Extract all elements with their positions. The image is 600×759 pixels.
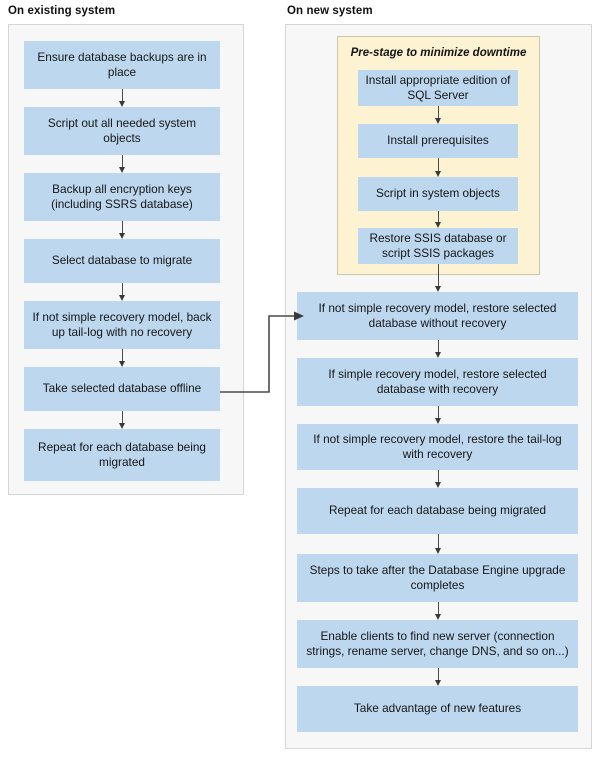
process-node-script-out-system-objects[interactable]: Script out all needed system objects <box>24 107 220 155</box>
node-label: Take selected database offline <box>42 381 202 396</box>
arrow-down-icon <box>433 406 444 424</box>
process-node-restore-with-recovery[interactable]: If simple recovery model, restore select… <box>297 358 578 406</box>
arrow-down-icon <box>433 534 444 554</box>
process-node-enable-clients-find-new-server[interactable]: Enable clients to find new server (conne… <box>297 620 578 668</box>
column-heading-new-system: On new system <box>287 5 373 17</box>
node-label: If not simple recovery model, back up ta… <box>32 309 212 340</box>
node-label: If not simple recovery model, restore th… <box>313 431 562 462</box>
arrow-down-icon <box>433 340 444 358</box>
process-node-take-advantage-new-features[interactable]: Take advantage of new features <box>297 686 578 732</box>
node-label: If not simple recovery model, restore se… <box>318 300 557 331</box>
arrow-down-icon <box>117 155 128 173</box>
arrow-down-icon <box>433 470 444 488</box>
arrow-down-icon <box>433 668 444 686</box>
node-label: Select database to migrate <box>51 253 193 268</box>
process-node-repeat-for-each-database-new[interactable]: Repeat for each database being migrated <box>297 488 578 534</box>
process-node-script-in-system-objects[interactable]: Script in system objects <box>358 177 518 211</box>
process-node-install-prerequisites[interactable]: Install prerequisites <box>358 124 518 158</box>
arrow-down-icon <box>433 106 444 124</box>
process-node-ensure-database-backups[interactable]: Ensure database backups are in place <box>24 41 220 89</box>
node-label: Repeat for each database being migrated <box>38 439 206 470</box>
node-label: Steps to take after the Database Engine … <box>309 562 566 593</box>
process-node-backup-encryption-keys[interactable]: Backup all encryption keys (including SS… <box>24 173 220 221</box>
node-label: Repeat for each database being migrated <box>328 503 547 518</box>
arrow-down-icon <box>433 264 444 292</box>
process-node-take-database-offline[interactable]: Take selected database offline <box>24 367 220 411</box>
node-label: Backup all encryption keys (including SS… <box>51 181 193 212</box>
process-node-restore-ssis-database[interactable]: Restore SSIS database or script SSIS pac… <box>358 228 518 264</box>
column-heading-existing-system: On existing system <box>8 5 116 17</box>
process-node-select-database-to-migrate[interactable]: Select database to migrate <box>24 239 220 283</box>
node-label: Install appropriate edition of SQL Serve… <box>365 72 511 103</box>
process-node-restore-tail-log-with-recovery[interactable]: If not simple recovery model, restore th… <box>297 424 578 470</box>
node-label: If simple recovery model, restore select… <box>328 366 547 397</box>
process-node-restore-without-recovery[interactable]: If not simple recovery model, restore se… <box>297 292 578 340</box>
process-node-steps-after-upgrade[interactable]: Steps to take after the Database Engine … <box>297 554 578 602</box>
arrow-down-icon <box>117 349 128 367</box>
process-node-repeat-for-each-database[interactable]: Repeat for each database being migrated <box>24 429 220 481</box>
arrow-down-icon <box>117 89 128 107</box>
arrow-down-icon <box>117 283 128 301</box>
arrow-down-icon <box>433 158 444 177</box>
node-label: Script out all needed system objects <box>47 115 197 146</box>
arrow-down-icon <box>433 602 444 620</box>
process-node-backup-tail-log-no-recovery[interactable]: If not simple recovery model, back up ta… <box>24 301 220 349</box>
node-label: Ensure database backups are in place <box>37 49 207 80</box>
node-label: Install prerequisites <box>387 133 489 148</box>
arrow-down-icon <box>433 211 444 228</box>
node-label: Restore SSIS database or script SSIS pac… <box>369 230 507 261</box>
prestage-title: Pre-stage to minimize downtime <box>350 47 527 59</box>
arrow-down-icon <box>117 221 128 239</box>
node-label: Take advantage of new features <box>353 701 522 716</box>
node-label: Script in system objects <box>376 186 500 201</box>
node-label: Enable clients to find new server (conne… <box>306 628 569 659</box>
arrow-down-icon <box>117 411 128 429</box>
process-node-install-sql-server-edition[interactable]: Install appropriate edition of SQL Serve… <box>358 70 518 106</box>
